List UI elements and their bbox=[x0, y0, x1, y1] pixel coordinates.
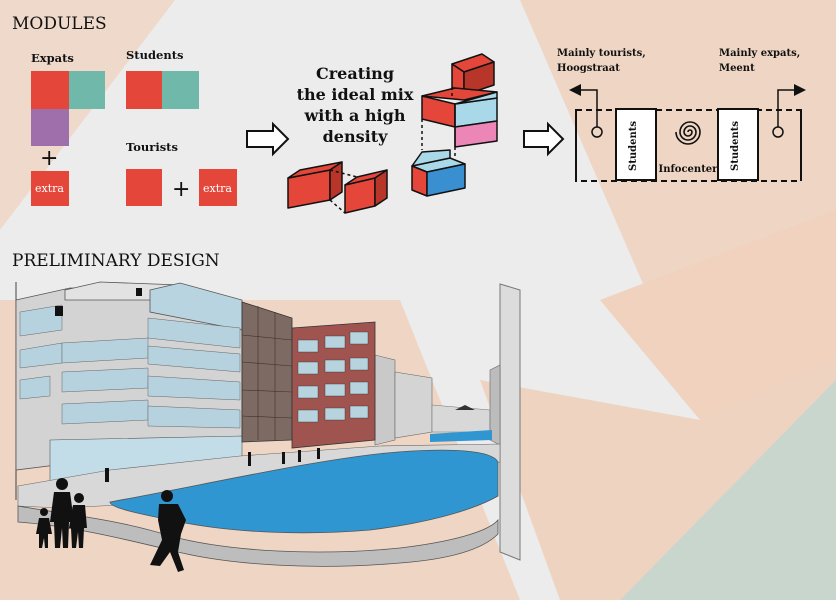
plan-diagram bbox=[569, 84, 806, 182]
plan-notes: Mainly tourists, Hoogstraat Mainly expat… bbox=[557, 48, 800, 74]
canal-water bbox=[109, 449, 499, 534]
concept-caption: Creating the ideal mix with a high densi… bbox=[297, 64, 414, 146]
preliminary-design-rendering bbox=[15, 281, 521, 572]
concept-line-1: Creating bbox=[316, 64, 394, 83]
concept-line-3: with a high bbox=[304, 106, 406, 125]
exit-arrow-icon bbox=[569, 84, 598, 127]
extra-label-1: extra bbox=[35, 182, 64, 195]
expats-label: Expats bbox=[31, 51, 74, 65]
people-silhouettes bbox=[36, 478, 186, 572]
arrow-right-icon bbox=[523, 121, 565, 157]
right-note-line-1: Mainly expats, bbox=[719, 48, 800, 59]
plus-sign-expats: + bbox=[40, 146, 58, 171]
students-unit-right bbox=[717, 108, 759, 181]
concept-line-4: density bbox=[323, 127, 388, 146]
spiral-icon bbox=[675, 121, 701, 145]
expats-red-block bbox=[31, 71, 69, 109]
extra-block-1 bbox=[31, 171, 69, 206]
module-stack-illustration bbox=[287, 53, 498, 214]
extra-block-2 bbox=[199, 169, 237, 206]
exit-arrow-icon bbox=[777, 84, 806, 127]
students-right-label: Students bbox=[730, 121, 741, 171]
concept-line-2: the ideal mix bbox=[297, 85, 414, 104]
preliminary-design-heading: PRELIMINARY DESIGN bbox=[12, 251, 220, 271]
tourists-label: Tourists bbox=[126, 140, 178, 154]
students-unit-left bbox=[615, 108, 657, 181]
students-left-label: Students bbox=[628, 121, 639, 171]
students-red-block bbox=[126, 71, 162, 109]
tourists-red-block bbox=[126, 169, 162, 206]
right-note-line-2: Meent bbox=[719, 63, 755, 74]
extra-label-2: extra bbox=[203, 182, 232, 195]
modules-heading: MODULES bbox=[12, 14, 107, 34]
arrow-right-icon bbox=[246, 121, 290, 157]
students-teal-block bbox=[162, 71, 199, 109]
students-label: Students bbox=[126, 48, 183, 62]
infocenter-label: Infocenter bbox=[659, 164, 719, 175]
module-legend: Expats + extra Students Tourists + extra bbox=[31, 48, 237, 206]
left-note-line-2: Hoogstraat bbox=[557, 63, 620, 74]
left-note-line-1: Mainly tourists, bbox=[557, 48, 646, 59]
plus-sign-tourists: + bbox=[172, 177, 190, 202]
expats-teal-block bbox=[69, 71, 105, 109]
expats-purple-block bbox=[31, 109, 69, 146]
